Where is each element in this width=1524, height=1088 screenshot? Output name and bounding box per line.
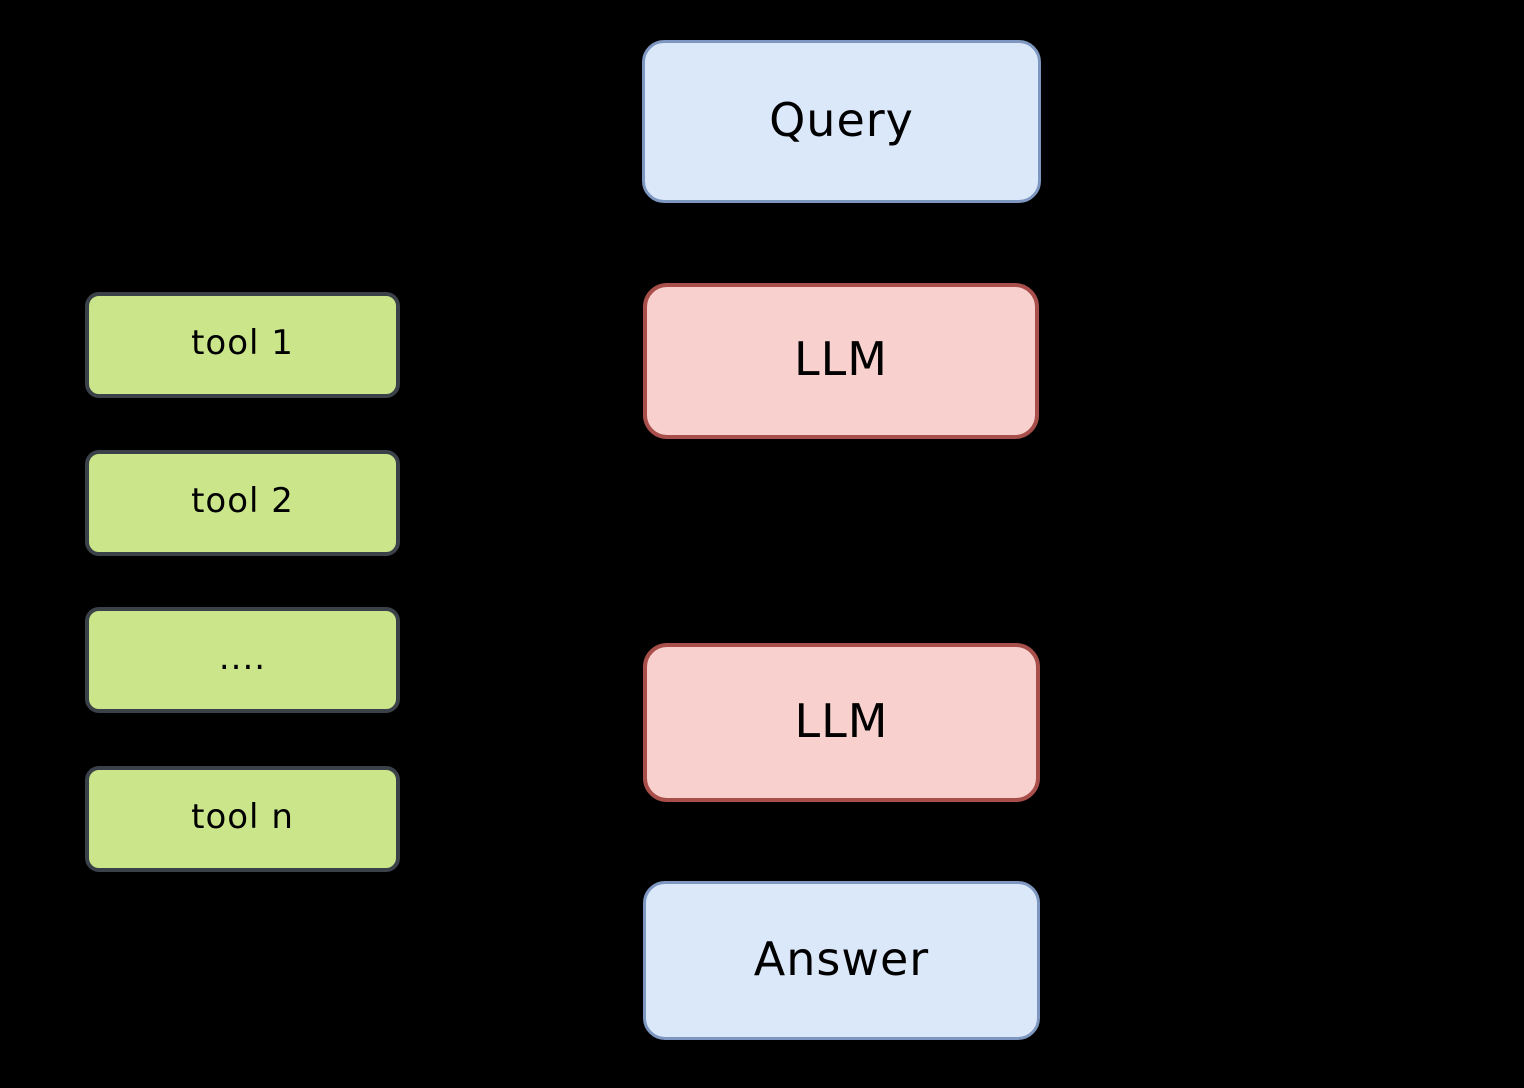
llm-top-node-label: LLM (794, 332, 888, 386)
tool-1-node: tool 1 (85, 292, 400, 398)
llm-top-node: LLM (643, 283, 1039, 439)
tool-2-node-label: tool 2 (191, 481, 294, 521)
llm-bottom-node: LLM (643, 643, 1040, 802)
answer-node-label: Answer (753, 931, 930, 986)
tool-n-node: tool n (85, 766, 400, 872)
llm-bottom-node-label: LLM (794, 693, 889, 748)
tool-1-node-label: tool 1 (191, 323, 294, 363)
tool-ellipsis-node-label: .... (218, 638, 267, 678)
answer-node: Answer (643, 881, 1040, 1040)
tool-ellipsis-node: .... (85, 607, 400, 713)
query-node: Query (642, 40, 1041, 203)
query-node-label: Query (769, 92, 914, 147)
tool-n-node-label: tool n (191, 797, 294, 837)
tool-2-node: tool 2 (85, 450, 400, 556)
